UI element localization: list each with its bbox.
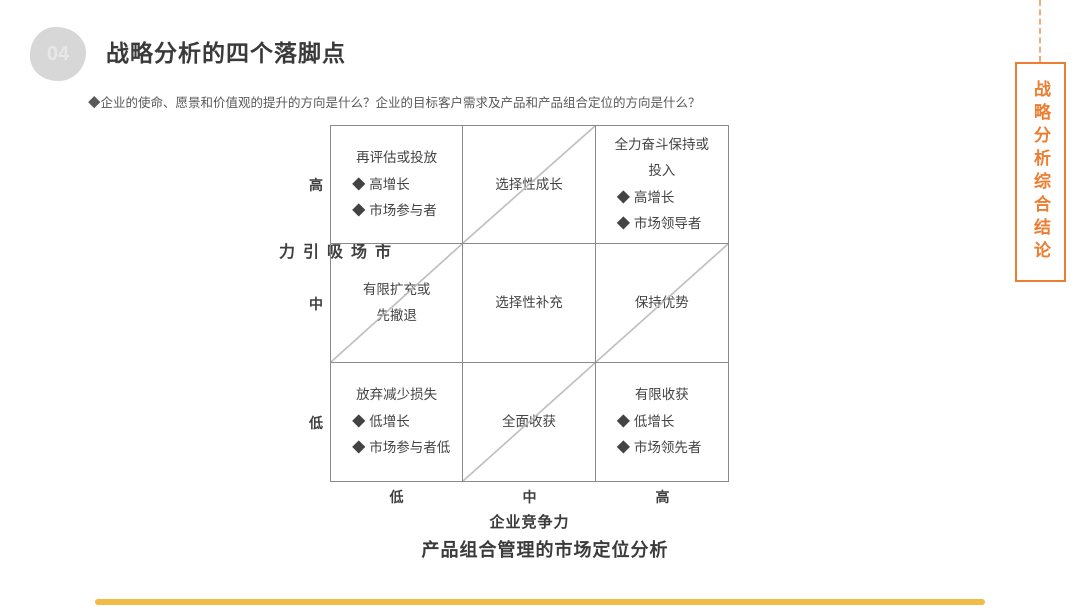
y-tick-low: 低	[309, 414, 323, 431]
page-number: 04	[46, 42, 70, 65]
x-axis-label: 企业竞争力	[489, 514, 570, 531]
cell-title: 再评估或投放	[356, 150, 438, 166]
y-tick-mid: 中	[309, 295, 323, 312]
matrix-cell: 再评估或投放 ◆ 高增长 ◆ 市场参与者	[331, 126, 464, 245]
footer-accent-bar	[95, 599, 985, 605]
intro-bullet: ◆企业的使命、愿景和价值观的提升的方向是什么？企业的目标客户需求及产品和产品组合…	[88, 96, 701, 110]
cell-title: 保持优势	[634, 294, 689, 310]
cell-bullet: ◆ 低增长	[352, 413, 410, 429]
x-tick-mid: 中	[522, 489, 537, 505]
y-tick-high: 高	[309, 176, 323, 193]
cell-title: 有限扩充或 先撤退	[362, 281, 431, 323]
matrix-cell: 选择性补充	[463, 244, 596, 363]
cell-title: 全面收获	[501, 413, 556, 429]
page-title: 战略分析的四个落脚点	[106, 40, 346, 66]
cell-title: 有限收获	[634, 387, 689, 403]
x-axis-ticks: 低 中 高	[330, 487, 729, 507]
cell-title: 放弃减少损失	[356, 387, 438, 403]
cell-title: 选择性补充	[495, 294, 563, 310]
matrix-cell: 全面收获	[463, 362, 596, 482]
x-tick-high: 高	[655, 489, 670, 505]
section-label-text: 战略分析综合结论	[1031, 80, 1050, 264]
matrix-cell: 有限收获 ◆ 低增长 ◆ 市场领先者	[596, 363, 728, 481]
matrix-cell: 选择性成长	[463, 126, 596, 245]
page-number-badge: 04	[30, 27, 86, 81]
cell-bullet: ◆ 高增长	[616, 189, 675, 205]
matrix-cell: 全力奋斗保持或 投入 ◆ 高增长 ◆ 市场领导者	[595, 126, 728, 245]
x-tick-low: 低	[389, 489, 404, 505]
matrix-grid: 再评估或投放 ◆ 高增长 ◆ 市场参与者 选择性成长 全力奋斗保持或 投入 ◆ …	[330, 125, 729, 482]
y-axis-ticks: 高 中 低	[304, 125, 328, 482]
cell-bullet: ◆ 市场领导者	[616, 215, 702, 231]
cell-title: 全力奋斗保持或 投入	[614, 137, 710, 179]
cell-bullet: ◆ 市场参与者低	[352, 439, 451, 455]
section-label-box: 战略分析综合结论	[1015, 62, 1066, 282]
matrix-cell: 放弃减少损失 ◆ 低增长 ◆ 市场参与者低	[331, 362, 464, 481]
cell-title: 选择性成长	[495, 176, 563, 192]
matrix-cell: 有限扩充或 先撤退	[331, 244, 464, 363]
cell-bullet: ◆ 高增长	[352, 176, 410, 192]
cell-bullet: ◆ 市场参与者	[352, 202, 437, 218]
cell-bullet: ◆ 低增长	[616, 413, 675, 429]
cell-bullet: ◆ 市场领先者	[616, 439, 702, 455]
matrix-cell: 保持优势	[595, 244, 729, 363]
matrix-caption: 产品组合管理的市场定位分析	[421, 540, 669, 560]
dashed-connector-line	[1039, 0, 1041, 62]
